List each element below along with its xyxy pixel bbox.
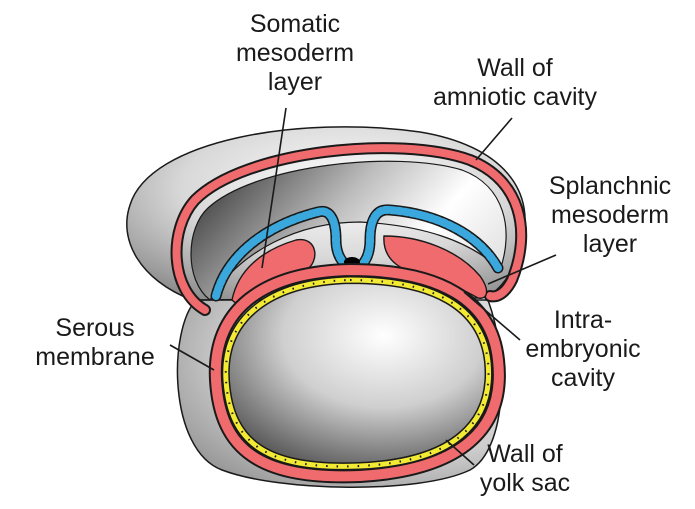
label-wall-of-yolk-sac: Wall of yolk sac <box>460 440 590 498</box>
label-splanchnic-mesoderm-layer: Splanchnic mesoderm layer <box>530 172 690 259</box>
label-serous-line-2: membrane <box>22 343 168 372</box>
label-wall-of-amniotic-cavity: Wall of amniotic cavity <box>400 54 630 112</box>
label-yolk-line-2: yolk sac <box>460 469 590 498</box>
label-somatic-mesoderm-layer: Somatic mesoderm layer <box>210 10 380 97</box>
label-intra-embryonic-cavity: Intra- embryonic cavity <box>508 306 658 393</box>
label-somatic-line-3: layer <box>210 68 380 97</box>
leader-amniotic <box>476 118 512 160</box>
label-amniotic-line-1: Wall of <box>400 54 630 83</box>
label-somatic-line-2: mesoderm <box>210 39 380 68</box>
label-intra-line-3: cavity <box>508 364 658 393</box>
label-yolk-line-1: Wall of <box>460 440 590 469</box>
label-splanchnic-line-3: layer <box>530 230 690 259</box>
label-somatic-line-1: Somatic <box>210 10 380 39</box>
label-serous-membrane: Serous membrane <box>22 314 168 372</box>
label-splanchnic-line-2: mesoderm <box>530 201 690 230</box>
label-splanchnic-line-1: Splanchnic <box>530 172 690 201</box>
label-serous-line-1: Serous <box>22 314 168 343</box>
label-intra-line-1: Intra- <box>508 306 658 335</box>
yolk-sac-endoderm-outline <box>226 280 489 466</box>
label-amniotic-line-2: amniotic cavity <box>400 83 630 112</box>
label-intra-line-2: embryonic <box>508 335 658 364</box>
